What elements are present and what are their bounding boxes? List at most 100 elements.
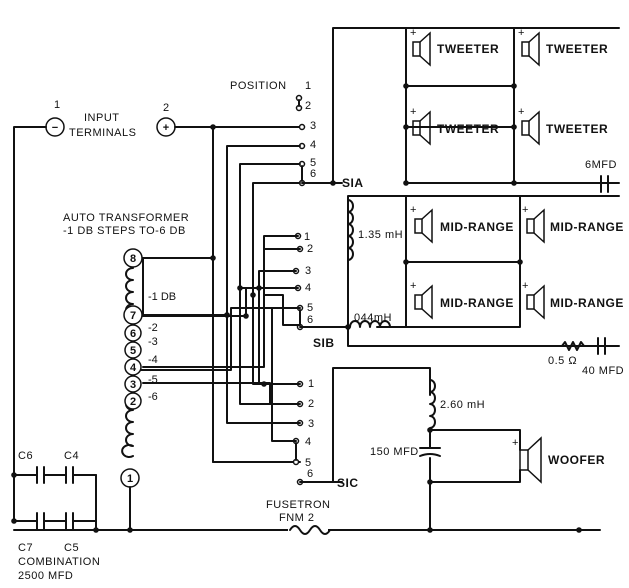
deck-b-common xyxy=(299,195,620,347)
autotransformer-title-line1: AUTO TRANSFORMER xyxy=(63,212,189,224)
midrange-4-polarity: + xyxy=(522,280,528,292)
input-label-line1: INPUT xyxy=(84,112,120,124)
tap-2: 2 xyxy=(124,392,142,410)
tweeter-1: + TWEETER xyxy=(410,27,499,66)
inductor-044mh: 044mH xyxy=(349,312,392,328)
deck-c-common xyxy=(299,367,431,483)
inductor-2-60mh-label: 2.60 mH xyxy=(440,399,485,411)
input-terminal-2-symbol: + xyxy=(163,122,169,134)
woofer-polarity: + xyxy=(512,437,518,449)
tap-4: 4 xyxy=(124,358,142,376)
fusetron: FUSETRON FNM 2 xyxy=(266,499,331,536)
deck-c-pos-2: 2 xyxy=(308,398,314,410)
deck-c-pos-3: 3 xyxy=(308,418,314,430)
tweeter-2-label: TWEETER xyxy=(546,42,608,56)
tweeter-1-label: TWEETER xyxy=(437,42,499,56)
deck-a-pos-6: 6 xyxy=(310,168,316,180)
tap-1-label: 1 xyxy=(127,473,133,485)
inductor-044mh-label: 044mH xyxy=(354,312,392,324)
tap-6-label: 6 xyxy=(130,328,136,340)
woofer-label: WOOFER xyxy=(548,453,605,467)
tap-5-label: 5 xyxy=(130,345,136,357)
midrange-3: + MID-RANGE xyxy=(410,280,514,319)
resistor-0-5-ohm-label: 0.5 Ω xyxy=(548,355,577,367)
capacitor-c6: C6 xyxy=(18,450,67,484)
input-terminal-2: + 2 xyxy=(156,102,176,137)
input-terminal-2-number: 2 xyxy=(163,102,169,114)
capacitor-c7-label: C7 xyxy=(18,542,33,554)
switch-deck-a: 1 2 3 4 5 6 SIA xyxy=(295,80,363,190)
deck-b-pos-5: 5 xyxy=(307,302,313,314)
input-label-line2: TERMINALS xyxy=(69,127,136,139)
db-label-5: -5 xyxy=(148,374,158,386)
deck-c-pos-5: 5 xyxy=(305,457,311,469)
db-label-4: -4 xyxy=(148,354,158,366)
tap-2-label: 2 xyxy=(130,396,136,408)
midrange-4-label: MID-RANGE xyxy=(550,296,624,310)
midrange-2-polarity: + xyxy=(522,204,528,216)
deck-a-pos-1: 1 xyxy=(305,80,311,92)
tweeter-3-label: TWEETER xyxy=(437,122,499,136)
combination-line1: COMBINATION xyxy=(18,556,100,568)
midrange-2: + MID-RANGE xyxy=(522,204,624,243)
db-label-6: -6 xyxy=(148,391,158,403)
deck-b-label: SIB xyxy=(313,336,335,350)
deck-c-pos-6: 6 xyxy=(307,468,313,480)
input-terminal-1-symbol: − xyxy=(52,122,58,134)
midrange-3-polarity: + xyxy=(410,280,416,292)
switch-deck-c: 1 2 3 4 5 6 SIC xyxy=(292,378,359,490)
tap-1: 1 xyxy=(120,468,140,488)
midrange-3-label: MID-RANGE xyxy=(440,296,514,310)
tweeter-4-label: TWEETER xyxy=(546,122,608,136)
tweeter-4: + TWEETER xyxy=(518,106,608,145)
fuse-label-line2: FNM 2 xyxy=(279,512,315,524)
midrange-1-label: MID-RANGE xyxy=(440,220,514,234)
position-label: POSITION xyxy=(230,80,287,92)
inductor-1-35mh-label: 1.35 mH xyxy=(358,229,403,241)
autotransformer-title-line2: -1 DB STEPS TO-6 DB xyxy=(63,225,186,237)
capacitor-c6-label: C6 xyxy=(18,450,33,462)
midrange-2-label: MID-RANGE xyxy=(550,220,624,234)
deck-a-pos-3: 3 xyxy=(310,120,316,132)
capacitor-6mfd-label: 6MFD xyxy=(585,159,617,171)
capacitor-150mfd: 150 MFD xyxy=(370,446,441,458)
ground-wire xyxy=(13,126,601,531)
woofer-wiring xyxy=(429,429,521,531)
inductor-1-35mh: 1.35 mH xyxy=(347,199,403,261)
input-terminal-1: − 1 xyxy=(45,99,65,137)
input-terminal-1-number: 1 xyxy=(54,99,60,111)
tap-5: 5 xyxy=(124,341,142,359)
junction-dots xyxy=(11,83,582,533)
resistor-0-5-ohm: 0.5 Ω xyxy=(548,341,585,367)
tap-3-label: 3 xyxy=(130,379,136,391)
db-label-2: -2 xyxy=(148,322,158,334)
inductor-2-60mh: 2.60 mH xyxy=(429,379,485,429)
tap-3: 3 xyxy=(124,375,142,393)
capacitor-40mfd-label: 40 MFD xyxy=(582,365,624,377)
midrange-4: + MID-RANGE xyxy=(522,280,624,319)
combination-line2: 2500 MFD xyxy=(18,570,73,582)
capacitor-6mfd: 6MFD xyxy=(585,159,617,193)
db-label-3: -3 xyxy=(148,336,158,348)
tweeter-2: + TWEETER xyxy=(518,27,608,66)
deck-b-pos-2: 2 xyxy=(307,243,313,255)
tweeter-2-polarity: + xyxy=(518,27,524,39)
tweeter-1-polarity: + xyxy=(410,27,416,39)
tap-8: 8 xyxy=(123,248,143,268)
tap-4-label: 4 xyxy=(130,362,137,374)
switch-wiring xyxy=(137,145,301,463)
capacitor-c4: C4 xyxy=(64,450,97,484)
capacitor-c4-label: C4 xyxy=(64,450,79,462)
deck-c-pos-4: 4 xyxy=(305,436,311,448)
tap-7: 7 xyxy=(123,305,143,325)
deck-c-label: SIC xyxy=(337,476,359,490)
autotransformer-coil xyxy=(121,267,134,458)
tap-8-label: 8 xyxy=(130,253,136,265)
capacitor-150mfd-label: 150 MFD xyxy=(370,446,419,458)
deck-b-pos-6: 6 xyxy=(307,314,313,326)
deck-b-pos-3: 3 xyxy=(305,265,311,277)
deck-c-pos-1: 1 xyxy=(308,378,314,390)
capacitor-c7: C7 xyxy=(18,512,67,554)
woofer: + WOOFER xyxy=(512,436,605,484)
